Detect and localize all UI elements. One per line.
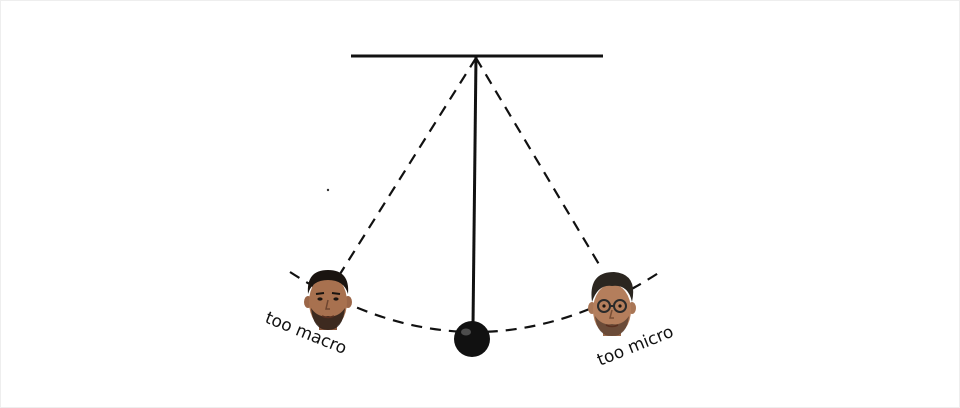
right-string-dashed	[475, 57, 601, 267]
man-with-glasses-face-icon	[588, 272, 636, 336]
center-string	[471, 55, 478, 327]
man-face-icon	[304, 270, 352, 330]
left-string-dashed	[339, 57, 477, 275]
stray-dot	[326, 188, 330, 192]
pendulum-bob-icon	[454, 321, 490, 357]
